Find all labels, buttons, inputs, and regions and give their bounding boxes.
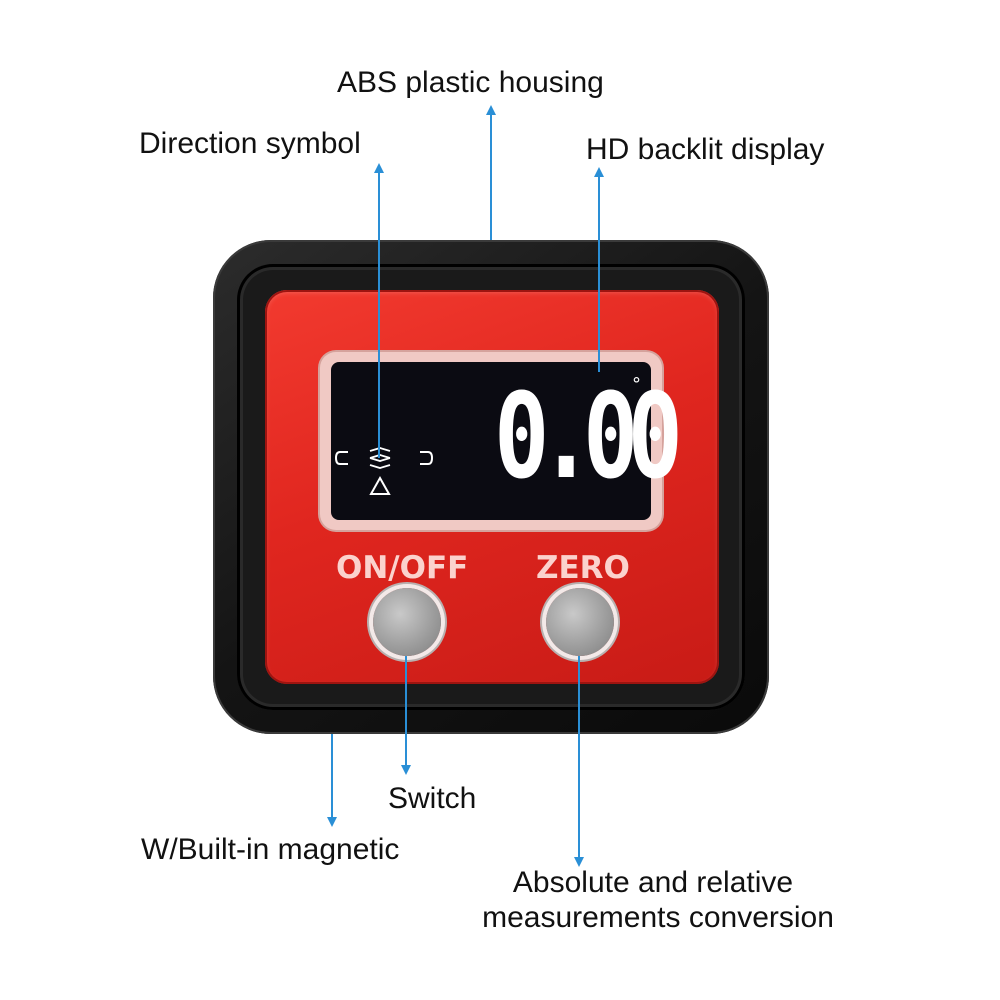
- conversion-label-line1: Absolute and relative: [512, 866, 794, 899]
- abs-housing-label: ABS plastic housing: [337, 66, 604, 99]
- switch-label: Switch: [388, 782, 477, 815]
- angle-reading: 0.00: [494, 367, 683, 505]
- on-off-label: ON/OFF: [336, 550, 469, 586]
- on-off-button[interactable]: [373, 588, 441, 656]
- magnetic-label: W/Built-in magnetic: [141, 833, 400, 866]
- conversion-label-line2: measurements conversion: [482, 901, 834, 934]
- zero-button[interactable]: [546, 588, 614, 656]
- degree-symbol: °: [632, 374, 641, 395]
- zero-label: ZERO: [536, 550, 630, 586]
- display-label: HD backlit display: [586, 133, 825, 166]
- direction-indicator-icon: [334, 447, 434, 495]
- direction-symbol-label: Direction symbol: [139, 127, 361, 160]
